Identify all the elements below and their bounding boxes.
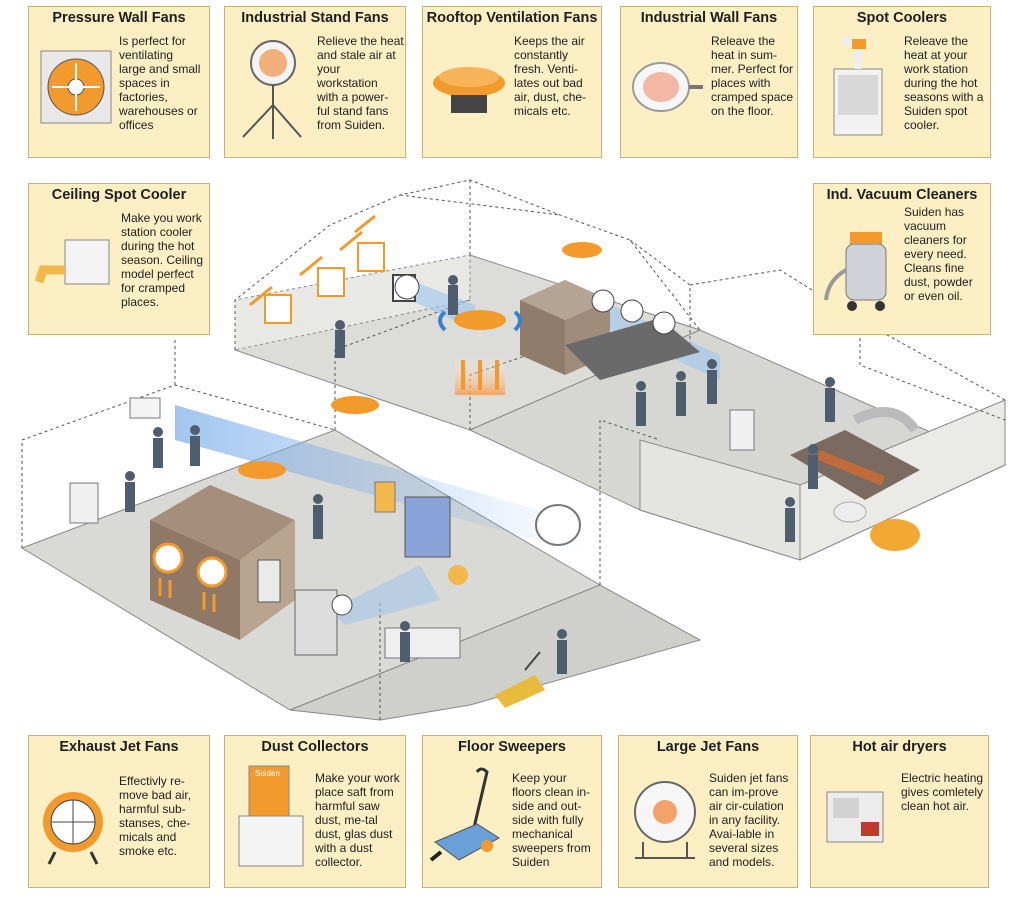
large-jet-fan-scene (535, 504, 581, 546)
ceiling-cooler (129, 397, 161, 419)
card-title: Large Jet Fans (656, 739, 760, 755)
exhaust-arrows (249, 214, 376, 307)
spot-cooler-left (69, 482, 99, 524)
card-spot-coolers[interactable]: Spot Coolers Releave the heat at your wo… (813, 6, 991, 158)
card-rooftop-ventilation-fans[interactable]: Rooftop Ventilation Fans Keeps the air c… (422, 6, 602, 158)
card-title: Rooftop Ventilation Fans (426, 10, 598, 26)
pressure-wall-fan-icon (40, 50, 112, 124)
card-title: Floor Sweepers (458, 739, 566, 755)
office-desk (384, 627, 461, 659)
card-ind-vacuum-cleaners[interactable]: Ind. Vacuum Cleaners Suiden has vacuum c… (813, 183, 991, 335)
vacuum-cleaner-icon (824, 232, 887, 311)
airflow-band-left (175, 405, 590, 555)
card-industrial-wall-fans[interactable]: Industrial Wall Fans Releave the heat in… (620, 6, 798, 158)
card-title: Spot Coolers (856, 10, 948, 26)
floor-sweeper-scene (495, 675, 545, 708)
dust-collector-icon: Suiden (238, 765, 304, 867)
card-title: Industrial Stand Fans (241, 10, 389, 26)
control-cabinet-blue (404, 496, 451, 558)
card-description: Keeps the air constantly fresh. Venti- l… (514, 34, 587, 118)
card-description: Keep your floors clean in- side and out-… (512, 771, 591, 869)
brand-label: Suiden (255, 769, 280, 778)
card-description: Relieve the heat and stale air at your w… (317, 34, 404, 132)
stand-fan-scene (394, 274, 420, 300)
card-title: Exhaust Jet Fans (59, 739, 179, 755)
card-title: Industrial Wall Fans (640, 10, 778, 26)
wall-fan-icon (632, 62, 703, 112)
spot-cooler-icon (833, 35, 883, 136)
large-jet-fan-icon (634, 781, 696, 859)
rooftop-fan-icon (433, 67, 505, 113)
dust-collector-unit (374, 481, 396, 513)
card-title: Ceiling Spot Cooler (51, 187, 187, 203)
card-description: Electric heating gives comletely clean h… (901, 771, 984, 813)
hot-air-dryer-icon (826, 791, 884, 843)
card-floor-sweepers[interactable]: Floor Sweepers Keep your floors clean in… (422, 735, 602, 888)
card-title: Hot air dryers (852, 739, 947, 755)
exhaust-jet-fan-icon (43, 792, 103, 865)
card-title: Dust Collectors (261, 739, 369, 755)
factory-floor-lower (289, 584, 702, 721)
booth-exhaust-fans (152, 542, 228, 612)
card-industrial-stand-fans[interactable]: Industrial Stand Fans Relieve the heat a… (224, 6, 406, 158)
spot-cooler-right (729, 409, 755, 451)
hot-air-duct (870, 519, 920, 551)
card-description: Releave the heat in sum- mer. Perfect fo… (711, 34, 794, 118)
rooftop-fans (238, 242, 602, 479)
floor-sweeper-icon (429, 767, 500, 862)
card-hot-air-dryers[interactable]: Hot air dryers Electric heating gives co… (810, 735, 989, 888)
stand-fan-icon (242, 40, 302, 139)
electric-cabinet (294, 589, 338, 656)
workers (125, 275, 835, 674)
card-description: Is perfect for ventilating large and sma… (119, 34, 201, 132)
card-title: Ind. Vacuum Cleaners (826, 187, 978, 203)
card-ceiling-spot-cooler[interactable]: Ceiling Spot Cooler Make you work statio… (28, 183, 210, 335)
card-description: Make your work place saft from harmful s… (315, 771, 400, 869)
card-description: Make you work station cooler during the … (121, 211, 204, 309)
card-exhaust-jet-fans[interactable]: Exhaust Jet Fans Effectivly re- move bad… (28, 735, 210, 888)
card-pressure-wall-fans[interactable]: Pressure Wall Fans Is perfect for ventil… (28, 6, 210, 158)
card-description: Suiden jet fans can im-prove air cir-cul… (709, 771, 789, 869)
card-title: Pressure Wall Fans (52, 10, 186, 26)
card-description: Releave the heat at your work station du… (904, 34, 984, 132)
card-description: Suiden has vacuum cleaners for every nee… (904, 205, 973, 303)
card-dust-collectors[interactable]: Dust Collectors Suiden Make your work pl… (224, 735, 406, 888)
card-large-jet-fans[interactable]: Large Jet Fans Suiden jet fans can im-pr… (618, 735, 798, 888)
ceiling-cooler-icon (35, 239, 110, 285)
card-description: Effectivly re- move bad air, harmful sub… (119, 774, 192, 858)
